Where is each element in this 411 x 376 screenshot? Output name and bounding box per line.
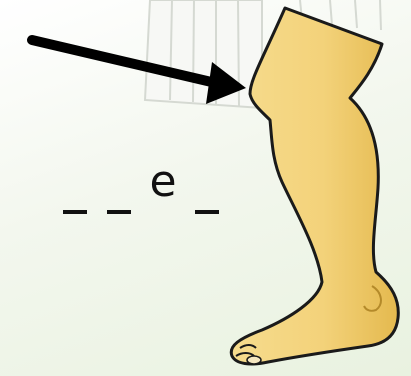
toenail [247, 356, 261, 364]
letter-slot-4[interactable] [192, 158, 222, 220]
blank-dash [107, 210, 131, 214]
letter-slot-3[interactable]: e [148, 158, 178, 220]
slot-letter: e [149, 160, 176, 204]
blank-dash [195, 210, 219, 214]
word-puzzle: e [60, 150, 275, 220]
letter-slot-2[interactable] [104, 158, 134, 220]
letter-slot-1[interactable] [60, 158, 90, 220]
blank-dash [63, 210, 87, 214]
